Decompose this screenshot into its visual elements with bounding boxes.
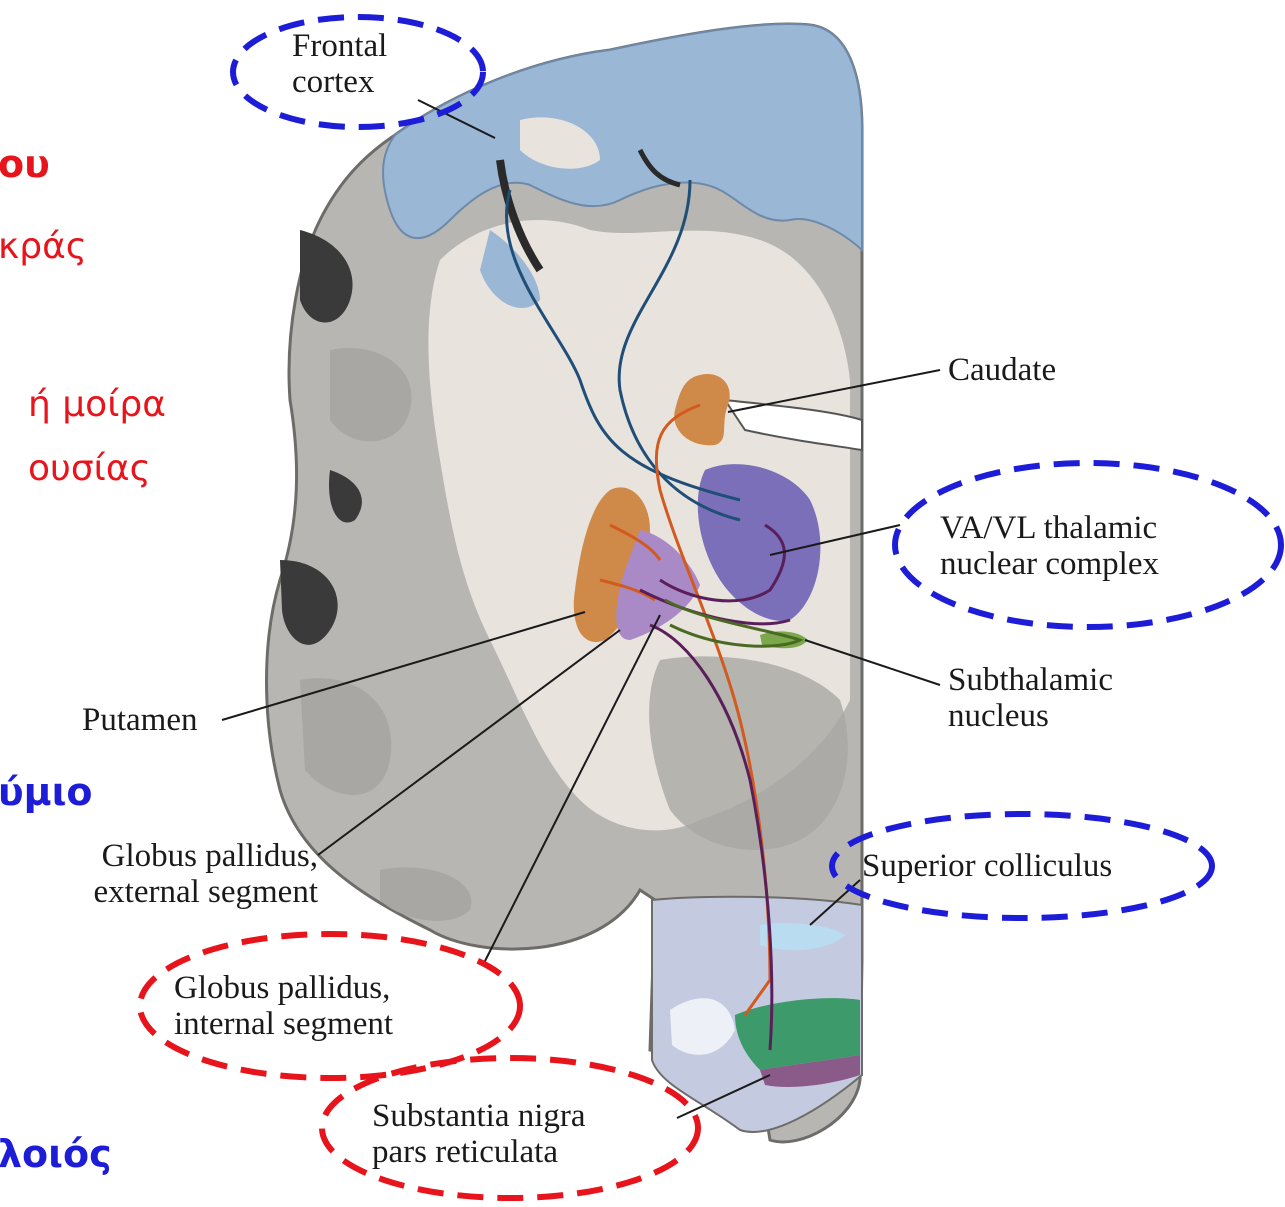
label-frontal-cortex: Frontal cortex: [292, 28, 387, 100]
label-frontal-cortex-line1: Frontal: [292, 28, 387, 64]
label-caudate: Caudate: [948, 352, 1056, 388]
label-thalamic-line1: VA/VL thalamic: [940, 510, 1159, 546]
label-superior-colliculus: Superior colliculus: [862, 848, 1112, 884]
label-putamen: Putamen: [82, 702, 197, 738]
label-gp-external-line2: external segment: [70, 874, 318, 910]
label-gp-external-line1: Globus pallidus,: [70, 838, 318, 874]
label-gp-internal-line1: Globus pallidus,: [174, 970, 393, 1006]
label-subthalamic-line2: nucleus: [948, 698, 1113, 734]
label-thalamic: VA/VL thalamic nuclear complex: [940, 510, 1159, 582]
label-substantia-nigra: Substantia nigra pars reticulata: [372, 1098, 586, 1170]
label-subthalamic: Subthalamic nucleus: [948, 662, 1113, 734]
label-gp-internal: Globus pallidus, internal segment: [174, 970, 393, 1042]
label-gp-internal-line2: internal segment: [174, 1006, 393, 1042]
label-subthalamic-line1: Subthalamic: [948, 662, 1113, 698]
label-substantia-nigra-line1: Substantia nigra: [372, 1098, 586, 1134]
label-thalamic-line2: nuclear complex: [940, 546, 1159, 582]
label-substantia-nigra-line2: pars reticulata: [372, 1134, 586, 1170]
label-gp-external: Globus pallidus, external segment: [70, 838, 318, 910]
label-frontal-cortex-line2: cortex: [292, 64, 387, 100]
